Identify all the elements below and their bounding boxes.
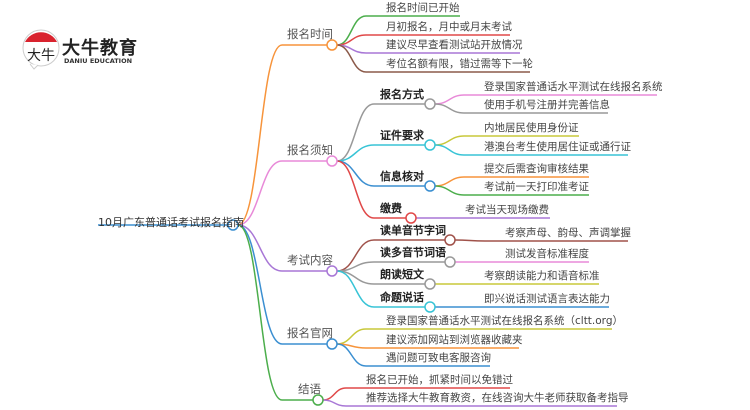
leaf-exam-content: 考察声母、韵母、声调掌握 [505, 227, 631, 239]
subtopic-exam-content[interactable]: 命题说话 [380, 291, 424, 304]
sub-link [336, 160, 375, 219]
subtopic-collapse-toggle[interactable] [444, 234, 456, 246]
leaf-exam-content: 测试发音标准程度 [505, 248, 589, 260]
subtopic-exam-content[interactable]: 读多音节词语 [380, 246, 446, 259]
leaf-registration-notes-link [434, 135, 465, 146]
leaf-exam-content: 即兴说话测试语言表达能力 [484, 293, 610, 305]
branch-collapse-toggle[interactable] [326, 338, 338, 350]
leaf-registration-time: 建议尽早查看测试站开放情况 [386, 39, 523, 51]
branch-registration-time[interactable]: 报名时间 [287, 27, 333, 41]
leaf-registration-time-link [336, 44, 367, 73]
logo-subtext: DANIU EDUCATION [64, 57, 133, 65]
leaf-registration-time: 考位名额有限，错过需等下一轮 [386, 58, 533, 70]
branch-registration-notes[interactable]: 报名须知 [287, 143, 333, 157]
leaf-registration-notes: 使用手机号注册并完善信息 [484, 99, 610, 111]
root-collapse-toggle[interactable] [227, 219, 239, 231]
leaf-registration-notes-link [434, 185, 465, 196]
leaf-registration-notes-link [434, 103, 465, 114]
leaf-conclusion-link [322, 399, 347, 407]
logo: 大牛 大牛教育 DANIU EDUCATION [22, 28, 142, 73]
branch-collapse-toggle[interactable] [326, 155, 338, 167]
subtopic-exam-content[interactable]: 读单音节字词 [380, 224, 446, 237]
sub-link [336, 270, 375, 308]
subtopic-exam-content[interactable]: 朗读短文 [380, 268, 424, 281]
leaf-registration-notes-link [434, 176, 465, 187]
subtopic-registration-notes[interactable]: 信息核对 [380, 170, 424, 183]
leaf-registration-notes: 港澳台考生使用居住证或通行证 [484, 141, 631, 153]
sub-link [336, 144, 375, 162]
subtopic-collapse-toggle[interactable] [405, 212, 417, 224]
branch-link-conclusion [237, 224, 283, 401]
root-topic[interactable]: 10月广东普通话考试报名指南 [98, 216, 244, 229]
subtopic-registration-notes[interactable]: 证件要求 [380, 129, 424, 142]
subtopic-collapse-toggle[interactable] [424, 278, 436, 290]
leaf-official-site: 登录国家普通话水平测试在线报名系统（cltt.org） [386, 315, 623, 327]
branch-collapse-toggle[interactable] [326, 265, 338, 277]
leaf-registration-notes: 登录国家普通话水平测试在线报名系统 [484, 81, 663, 93]
branch-collapse-toggle[interactable] [326, 39, 338, 51]
branch-link-official-site [237, 224, 283, 345]
logo-text: 大牛教育 [62, 38, 138, 59]
subtopic-collapse-toggle[interactable] [424, 180, 436, 192]
leaf-registration-notes-link [434, 144, 465, 156]
leaf-official-site-link [336, 343, 367, 367]
leaf-registration-notes: 考试前一天打印准考证 [484, 181, 589, 193]
branch-exam-content[interactable]: 考试内容 [287, 253, 333, 267]
leaf-conclusion: 报名已开始，抓紧时间以免错过 [366, 374, 513, 386]
sub-link [336, 160, 375, 187]
leaf-official-site-link [336, 328, 367, 345]
subtopic-registration-notes[interactable]: 缴费 [380, 202, 402, 215]
leaf-registration-time: 报名时间已开始 [386, 2, 460, 14]
leaf-registration-notes: 考试当天现场缴费 [465, 204, 549, 216]
leaf-official-site: 建议添加网站到浏览器收藏夹 [386, 334, 523, 346]
subtopic-collapse-toggle[interactable] [444, 256, 456, 268]
branch-collapse-toggle[interactable] [312, 394, 324, 406]
subtopic-collapse-toggle[interactable] [424, 301, 436, 313]
branch-conclusion[interactable]: 结语 [298, 382, 321, 396]
svg-text:大牛: 大牛 [27, 48, 55, 64]
leaf-registration-notes: 提交后需查询审核结果 [484, 163, 589, 175]
branch-link-registration-time [237, 44, 283, 226]
branch-link-exam-content [237, 224, 283, 272]
leaf-registration-notes-link [434, 94, 465, 105]
leaf-exam-content: 考察朗读能力和语音标准 [484, 270, 600, 282]
branch-official-site[interactable]: 报名官网 [287, 326, 333, 340]
leaf-official-site: 遇问题可致电客服咨询 [386, 352, 491, 364]
leaf-exam-content-link [454, 239, 486, 242]
branch-link-registration-notes [237, 160, 283, 226]
leaf-registration-time: 月初报名，月中或月末考试 [386, 21, 512, 33]
subtopic-collapse-toggle[interactable] [424, 98, 436, 110]
logo-mark-icon: 大牛 [22, 29, 60, 70]
sub-link [336, 103, 375, 162]
leaf-conclusion-link [322, 387, 347, 401]
subtopic-collapse-toggle[interactable] [424, 139, 436, 151]
leaf-registration-notes: 内地居民使用身份证 [484, 122, 579, 134]
subtopic-registration-notes[interactable]: 报名方式 [380, 88, 424, 101]
leaf-conclusion: 推荐选择大牛教育教资，在线咨询大牛老师获取备考指导 [366, 392, 629, 404]
